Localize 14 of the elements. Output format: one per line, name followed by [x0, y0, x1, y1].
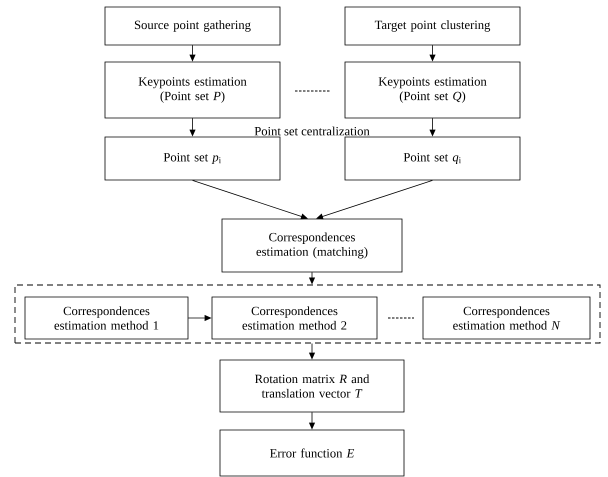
process-box: Correspondences estimation method 1 — [24, 296, 188, 340]
process-box: Point set q$_{i}$ — [344, 136, 520, 180]
process-box: Correspondences estimation method 2 — [212, 296, 378, 340]
process-box: Keypoints estimation (Point set P) — [104, 62, 280, 118]
process-box: Point set p$_{i}$ — [104, 136, 280, 180]
process-box: Error function E — [220, 430, 404, 476]
process-box: Correspondences estimation method N — [422, 296, 590, 340]
process-box: Target point clustering — [344, 6, 520, 46]
process-box: Source point gathering — [104, 6, 280, 46]
process-box: Correspondences estimation (matching) — [222, 218, 402, 272]
process-box: Keypoints estimation (Point set Q) — [344, 62, 520, 118]
group-box — [14, 284, 600, 344]
annotation: Point set centralization — [253, 126, 371, 136]
process-box: Rotation matrix R and translation vector T — [220, 360, 404, 412]
